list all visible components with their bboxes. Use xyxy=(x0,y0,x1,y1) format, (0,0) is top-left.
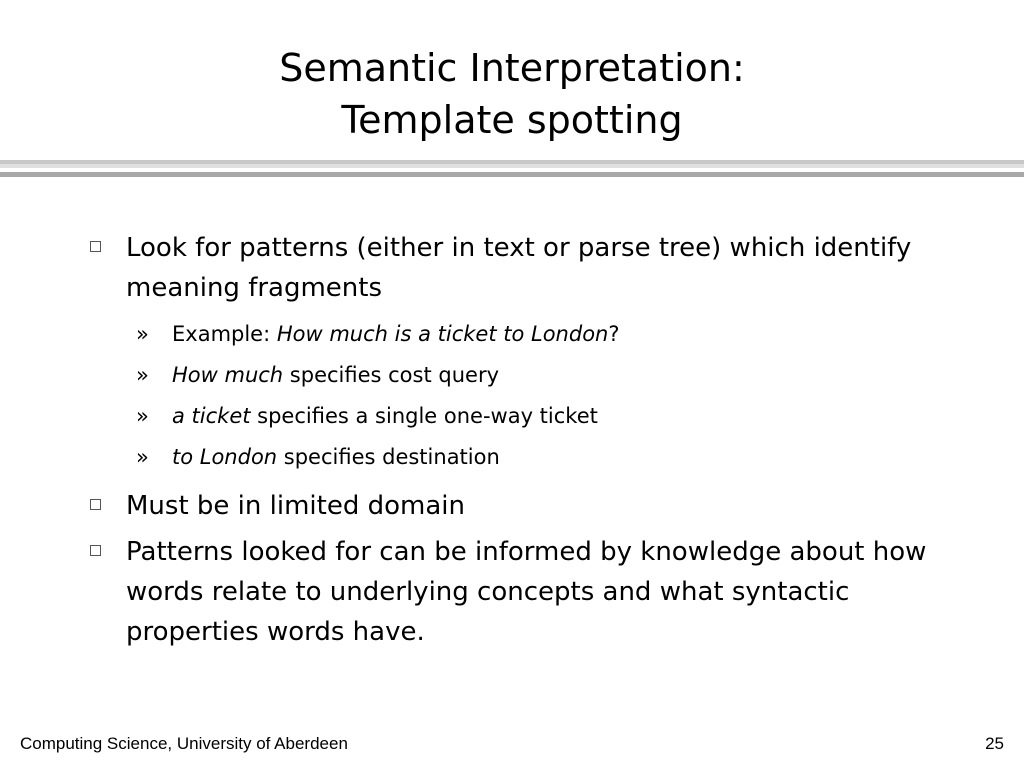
footer-institution: Computing Science, University of Aberdee… xyxy=(20,734,348,753)
sub-bullet-plain-end: ? xyxy=(608,322,620,346)
slide-body: Look for patterns (either in text or par… xyxy=(90,228,990,658)
sub-bullet-italic: How much xyxy=(172,363,284,387)
bullet-text: Look for patterns (either in text or par… xyxy=(126,233,912,303)
slide-title: Semantic Interpretation: Template spotti… xyxy=(0,42,1024,146)
sub-bullet-plain: Example: xyxy=(172,322,277,346)
sub-bullet-italic: to London xyxy=(172,445,278,469)
square-bullet-icon xyxy=(90,545,101,556)
bullet-text: Must be in limited domain xyxy=(126,491,465,521)
sub-bullet-plain: specifies a single one-way ticket xyxy=(250,404,598,428)
chevron-bullet-icon: » xyxy=(136,322,149,346)
square-bullet-icon xyxy=(90,241,101,252)
title-line-2: Template spotting xyxy=(341,98,683,142)
bullet-item: Patterns looked for can be informed by k… xyxy=(90,532,990,652)
bullet-text: Patterns looked for can be informed by k… xyxy=(126,537,927,647)
sub-bullet-plain: specifies cost query xyxy=(283,363,500,387)
footer-page-number: 25 xyxy=(985,734,1004,753)
title-divider xyxy=(0,160,1024,180)
sub-bullet-item: » How much specifies cost query xyxy=(90,355,990,396)
bullet-item: Look for patterns (either in text or par… xyxy=(90,228,990,308)
sub-bullet-italic: How much is a ticket to London xyxy=(276,322,609,346)
chevron-bullet-icon: » xyxy=(136,404,149,428)
sub-bullet-item: » a ticket specifies a single one-way ti… xyxy=(90,396,990,437)
divider-band-top xyxy=(0,160,1024,164)
bullet-item: Must be in limited domain xyxy=(90,486,990,526)
sub-bullet-list: » Example: How much is a ticket to Londo… xyxy=(90,314,990,478)
sub-bullet-italic: a ticket xyxy=(172,404,251,428)
sub-bullet-plain: specifies destination xyxy=(277,445,500,469)
divider-band-bottom xyxy=(0,172,1024,177)
sub-bullet-item: » Example: How much is a ticket to Londo… xyxy=(90,314,990,355)
sub-bullet-item: » to London specifies destination xyxy=(90,437,990,478)
square-bullet-icon xyxy=(90,499,101,510)
chevron-bullet-icon: » xyxy=(136,363,149,387)
chevron-bullet-icon: » xyxy=(136,445,149,469)
title-line-1: Semantic Interpretation: xyxy=(279,46,745,90)
divider-band-mid xyxy=(0,164,1024,168)
